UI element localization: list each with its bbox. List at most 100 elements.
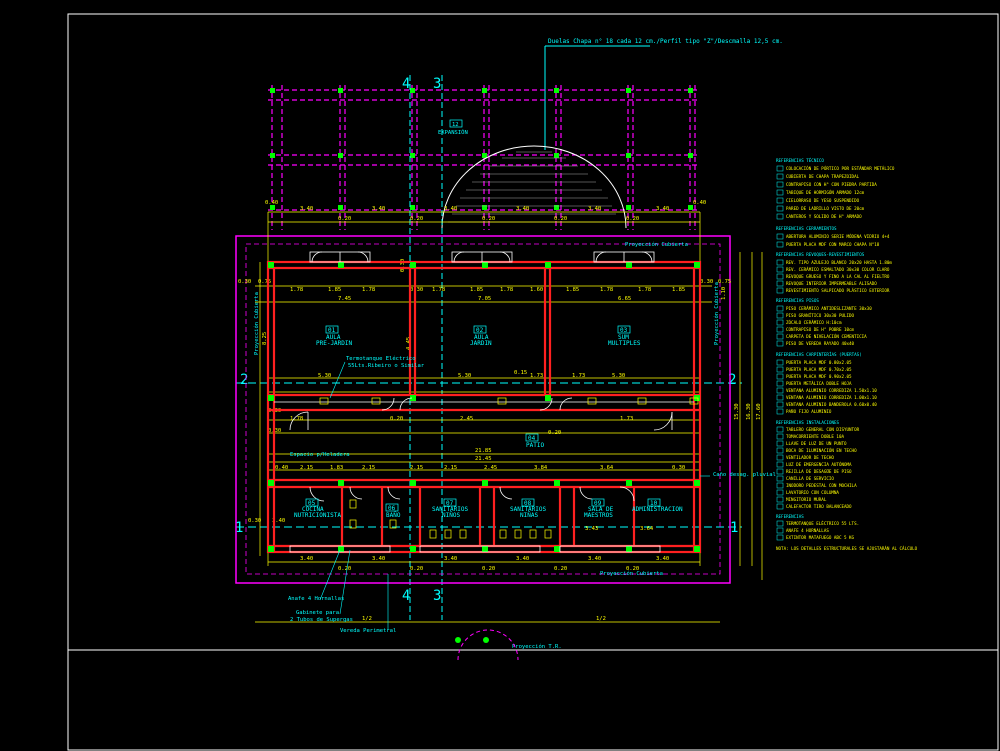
legend-3-4: REVESTIMIENTO SALPICADO PLÁSTICO EXTERIO…	[786, 288, 890, 293]
dim-178-5: 1.78	[600, 287, 613, 293]
roof-projection-outline	[235, 235, 731, 584]
legend-h6: REFERENCIAS INSTALACIONES	[776, 420, 840, 425]
legend-6-9: LAVATORIO CON COLUMNA	[786, 490, 839, 495]
dim-173-3: 1.73	[620, 416, 633, 422]
legend-h3: REFERENCIAS REVOQUES-REVESTIMIENTOS	[776, 252, 865, 257]
legend-1-2: CONTRAPISO CON H° CON PIEDRA PARTIDA	[786, 182, 877, 187]
legend-6-1: TOMACORRIENTE DOBLE 10A	[786, 434, 844, 439]
room-07-sub: NIÑOS	[442, 512, 460, 519]
legend-h7: REFERENCIAS	[776, 514, 804, 519]
axis-1-left: 1	[235, 520, 243, 536]
legend-4-5: PISO DE VEREDA RAYADO 40x40	[786, 341, 855, 346]
legend-h5: REFERENCIAS CARPINTERÍAS (PUERTAS)	[776, 352, 862, 357]
legend-3-2: REVOQUE GRUESO Y FINO A LA CAL AL FIELTR…	[786, 274, 890, 279]
legend-7-1: ANAFE 4 HORNALLAS	[786, 528, 829, 533]
dim-040-tl: 0.40	[265, 200, 278, 206]
dim-178-6: 1.78	[638, 287, 651, 293]
dim-185-4: 1.85	[672, 287, 685, 293]
dim-1760: 17.60	[756, 403, 762, 420]
dim-020-9: 0.20	[410, 566, 423, 572]
windows	[274, 251, 694, 553]
legend-6-10: MINGITORIO MURAL	[786, 497, 827, 502]
legend-2-0: ABERTURA ALUMINIO SERIE MÓDENA VIDRIO 4+…	[786, 234, 890, 239]
dim-020-6: 0.20	[390, 416, 403, 422]
dim-185-1: 1.85	[328, 287, 341, 293]
axis-1-right: 1	[730, 520, 738, 536]
proy-tr-arc	[457, 629, 519, 661]
legend-5-6: VENTANA ALUMINIO BANDEROLA 0.60x0.40	[786, 402, 877, 407]
dim-160-1: 1.60	[530, 287, 543, 293]
dim-173-2: 1.73	[572, 373, 585, 379]
dim-030-r: 0.30	[700, 279, 713, 285]
room-08-name: SANITARIOS	[510, 506, 547, 513]
gabinete-label-2: 2 Tubos de Supergas	[290, 617, 353, 623]
room-04-name: PATIO	[526, 442, 544, 449]
room-12-number: 12	[452, 122, 459, 128]
legend-group-4: PISO CERÁMICO ANTIDESLIZANTE 30x30 PISO …	[786, 306, 872, 346]
room-05-number: 05	[308, 500, 316, 507]
axis-lines-horizontal	[236, 382, 742, 528]
room-05-name: COCINA	[302, 506, 324, 513]
dim-020-3: 0.20	[482, 216, 495, 222]
proy-tr-point-left	[455, 637, 461, 643]
dim-110-v: 1.10	[721, 287, 727, 300]
sheet-border-outer	[67, 13, 999, 651]
room-02-sub: JARDIN	[470, 340, 492, 347]
legend-h4: REFERENCIAS PISOS	[776, 298, 819, 303]
proy-tr-point-right	[483, 637, 489, 643]
espacio-label: Espacio p/Heladera	[290, 452, 350, 458]
legend-6-11: CALEFACTOR TIRO BALANCEADO	[786, 504, 852, 509]
legend-h1: REFERENCIAS TÉCNICO	[776, 158, 824, 163]
legend-1-6: CANTEROS Y SOLIDO DE H° ARMADO	[786, 214, 862, 219]
proj-left-label: Proyección Cubierta	[253, 292, 260, 355]
room-06-number: 06	[388, 505, 396, 512]
gabinete-label: Gabinete para	[296, 610, 339, 616]
room-08-sub: NIÑAS	[520, 512, 538, 519]
legend-5-7: PAÑO FIJO ALUMINIO	[786, 409, 832, 414]
dim-020-5: 0.20	[626, 216, 639, 222]
canio-label: Caño desag. pluvial	[713, 472, 776, 478]
dim-364-2: 3.64	[640, 526, 654, 532]
dim-020-1: 0.20	[338, 216, 351, 222]
dim-340-1: 3.40	[300, 206, 313, 212]
dim-185-3: 1.85	[566, 287, 579, 293]
dim-364: 3.64	[600, 465, 614, 471]
dim-040-tr: 0.40	[693, 200, 706, 206]
proj-top-label: Proyección Cubierta	[625, 241, 688, 248]
dim-030-1: 0.30	[410, 287, 423, 293]
dim-1530: 15.30	[734, 403, 740, 420]
dim-340-10: 3.40	[444, 556, 457, 562]
roof-projection-inner	[245, 243, 721, 575]
dim-340-11: 3.40	[516, 556, 529, 562]
title-block-area	[67, 649, 999, 751]
legend-7-2: EXTINTOR MATAFUEGO ABC 5 KG	[786, 535, 855, 540]
anafe-label: Anafe 4 Hornallas	[288, 596, 344, 602]
legend-4-4: CARPETA DE NIVELACIÓN CEMENTICIA	[786, 334, 867, 339]
room-02-number: 02	[476, 327, 484, 334]
legend-note: NOTA: LOS DETALLES ESTRUCTURALES SE AJUS…	[776, 546, 918, 551]
dim-020-8: 0.20	[338, 566, 351, 572]
dim-020-2: 0.20	[410, 216, 423, 222]
dim-178-3: 1.78	[432, 287, 445, 293]
dim-015-1: 0.15	[514, 370, 527, 376]
room-02-name: AULA	[474, 334, 489, 341]
legend-3-1: REV. CERÁMICO ESMALTADO 30x30 COLOR CLAR…	[786, 267, 890, 272]
room-08-number: 08	[524, 500, 532, 507]
axis-3-top: 3	[433, 76, 441, 92]
legend-group-5: PUERTA PLACA MDF 0.80x2.05 PUERTA PLACA …	[786, 360, 877, 414]
dim-340-13: 3.40	[656, 556, 669, 562]
room-01-number: 01	[328, 327, 336, 334]
dim-343: 3.43	[585, 526, 598, 532]
annotations: Termotanque Eléctrico 55Lts.Ribeiro o Si…	[288, 355, 776, 650]
room-12-tag	[449, 119, 463, 128]
dim-340-8: 3.40	[300, 556, 313, 562]
top-note-text: Duelas Chapa n° 18 cada 12 cm./Perfil ti…	[548, 38, 783, 45]
room-01-name: AULA	[326, 334, 341, 341]
dim-030-4: 0.30	[672, 465, 685, 471]
legend-4-1: PISO GRANÍTICO 30x30 PULIDO	[786, 313, 855, 318]
dim-178-7: 1.78	[290, 416, 303, 422]
dim-215-4: 2.15	[444, 465, 457, 471]
doors	[289, 397, 673, 502]
legend-4-2: ZÓCALO CERÁMICO H:10cm	[786, 320, 842, 325]
dim-020-10: 0.20	[482, 566, 495, 572]
